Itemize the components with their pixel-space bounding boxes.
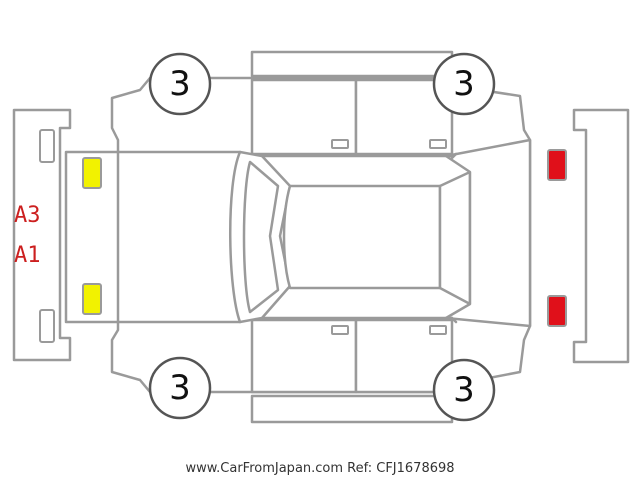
- headlights: [82, 157, 102, 315]
- side-rails: [250, 50, 454, 424]
- wheel-grade-front-right: 3: [453, 64, 475, 104]
- wheel-grade-rear-right: 3: [453, 370, 475, 410]
- wheel-rear-left: 3: [148, 356, 212, 420]
- headlight-right: [82, 283, 102, 315]
- damage-code-2: A1: [14, 243, 41, 268]
- footer-reference: www.CarFromJapan.com Ref: CFJ1678698: [185, 461, 454, 476]
- rear-bumper: [572, 108, 630, 364]
- wheel-grade-rear-left: 3: [169, 368, 191, 408]
- damage-code-1: A3: [14, 203, 41, 228]
- front-bumper: [12, 108, 72, 362]
- wheel-rear-right: 3: [432, 358, 496, 422]
- headlight-left: [82, 157, 102, 189]
- wheel-grade-front-left: 3: [169, 64, 191, 104]
- taillights: [547, 149, 567, 327]
- taillight-left: [547, 149, 567, 181]
- cabin: [229, 138, 532, 328]
- taillight-right: [547, 295, 567, 327]
- wheel-front-right: 3: [432, 52, 496, 116]
- damage-codes: A3 A1: [14, 203, 41, 268]
- wheel-front-left: 3: [148, 52, 212, 116]
